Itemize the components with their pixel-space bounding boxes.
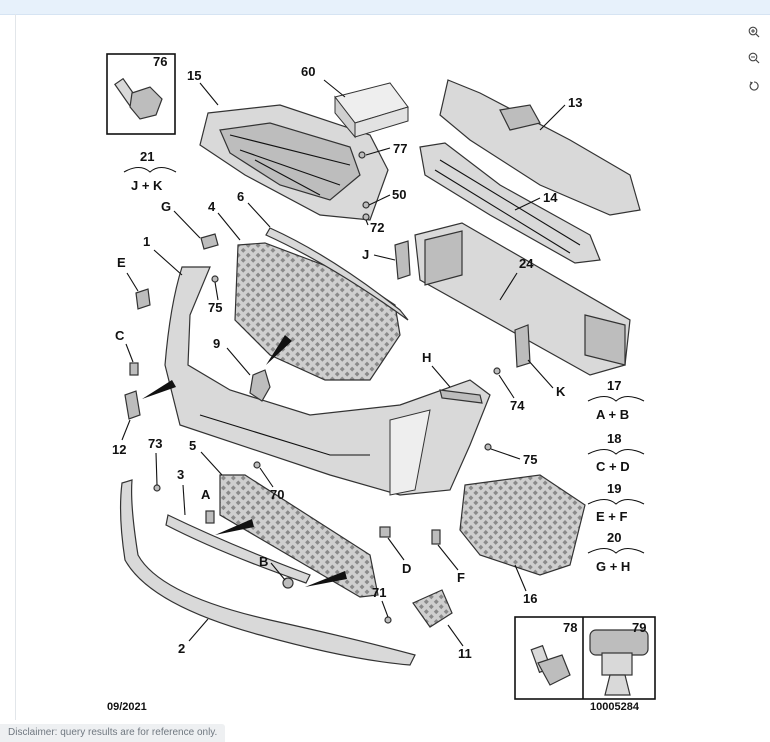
diagram-date: 09/2021 [107,701,147,713]
parts-diagram: 76 15 60 13 77 21 J + K 14 [70,35,670,725]
rotate-reset-icon [749,81,759,91]
zoom-in-button[interactable] [744,22,764,42]
part-76-screw-box: 76 [106,53,176,135]
part-D-clip: D [379,526,411,576]
callout-E: E [117,255,126,270]
callout-21: 21 [140,149,154,164]
callout-C: C [115,328,125,343]
callout-H: H [422,350,431,365]
part-75-lower: 75 [484,443,537,467]
callout-50: 50 [392,187,406,202]
kit-20: 20 G + H [587,530,645,574]
part-71-clip: 71 [372,585,392,624]
callout-70: 70 [270,487,284,502]
callout-9: 9 [213,336,220,351]
part-H-trim: H [422,350,483,404]
callout-G: G [161,199,171,214]
part-24-crossbeam: 24 [414,222,631,376]
callout-16: 16 [523,591,537,606]
callout-75-a: 75 [208,300,222,315]
reset-rotate-button[interactable] [744,76,764,96]
callout-3: 3 [177,467,184,482]
callout-78: 78 [563,620,577,635]
part-73-clip: 73 [148,436,162,492]
callout-F: F [457,570,465,585]
callout-A: A [201,487,211,502]
part-13-absorber: 13 [439,79,641,216]
callout-2: 2 [178,641,185,656]
callout-D: D [402,561,411,576]
part-60-clip-pack: 60 [301,64,409,139]
callout-4: 4 [208,199,216,214]
callout-19: 19 [607,481,621,496]
zoom-toolbar [744,22,764,102]
part-75-upper: 75 [208,275,222,315]
callout-15: 15 [187,68,201,83]
callout-17: 17 [607,378,621,393]
callout-14: 14 [543,190,558,205]
callout-20: 20 [607,530,621,545]
part-12-bracket: 12 [112,390,141,457]
callout-12: 12 [112,442,126,457]
callout-79: 79 [632,620,646,635]
part-A-clip: A [201,487,215,524]
part-J-bracket: J [362,240,411,280]
part-6-trim-strip: 6 [237,189,409,321]
parts-78-79-box: 78 79 [514,616,656,700]
part-2-lower-lip: 2 [119,479,416,666]
callout-18-sub: C + D [596,459,630,474]
callout-77: 77 [393,141,407,156]
callout-20-sub: G + H [596,559,630,574]
panel-divider [15,14,16,720]
part-1-bumper-cover: 1 [142,234,491,496]
part-14-reinforcement: 14 [419,142,601,264]
part-77-screw: 77 [358,141,407,159]
part-5-lower-grille: 5 [189,438,379,598]
diagram-reference: 10005284 [590,701,640,713]
callout-19-sub: E + F [596,509,627,524]
part-B-clip: B [259,554,294,589]
callout-24: 24 [519,256,534,271]
top-bar [0,0,770,15]
part-74-clip: 74 [493,367,525,413]
part-15-grille-upper: 15 [187,68,389,221]
callout-1: 1 [143,234,150,249]
kit-19: 19 E + F [587,481,645,524]
part-11-cover: 11 [412,589,472,661]
part-K-bracket: K [514,324,566,399]
part-16-bracket: 16 [459,474,586,606]
part-4-grille-mesh: 4 [208,199,401,381]
part-E-clip: E [117,255,151,310]
callout-76: 76 [153,54,167,69]
callout-B: B [259,554,268,569]
callout-60: 60 [301,64,315,79]
callout-11: 11 [458,646,472,661]
part-F-clip: F [431,529,465,585]
part-G-clip: G [161,199,219,250]
part-50-72: 50 72 [362,187,406,235]
callout-13: 13 [568,95,582,110]
callout-17-sub: A + B [596,407,629,422]
part-C-clip: C [115,328,139,376]
zoom-in-icon [748,26,760,38]
kit-17: 17 A + B [587,378,645,422]
part-9-emblem: 9 [213,336,271,402]
callout-18: 18 [607,431,621,446]
disclaimer-text: Disclaimer: query results are for refere… [0,724,226,742]
callout-73: 73 [148,436,162,451]
kit-21: 21 J + K [123,149,177,193]
callout-21-sub: J + K [131,178,163,193]
callout-6: 6 [237,189,244,204]
part-70-clip: 70 [253,461,284,502]
callout-72: 72 [370,220,384,235]
zoom-out-icon [748,52,760,64]
kit-18: 18 C + D [587,431,645,474]
callout-J: J [362,247,369,262]
zoom-out-button[interactable] [744,48,764,68]
callout-K: K [556,384,566,399]
callout-5: 5 [189,438,196,453]
callout-71: 71 [372,585,386,600]
callout-74: 74 [510,398,525,413]
callout-75-b: 75 [523,452,537,467]
